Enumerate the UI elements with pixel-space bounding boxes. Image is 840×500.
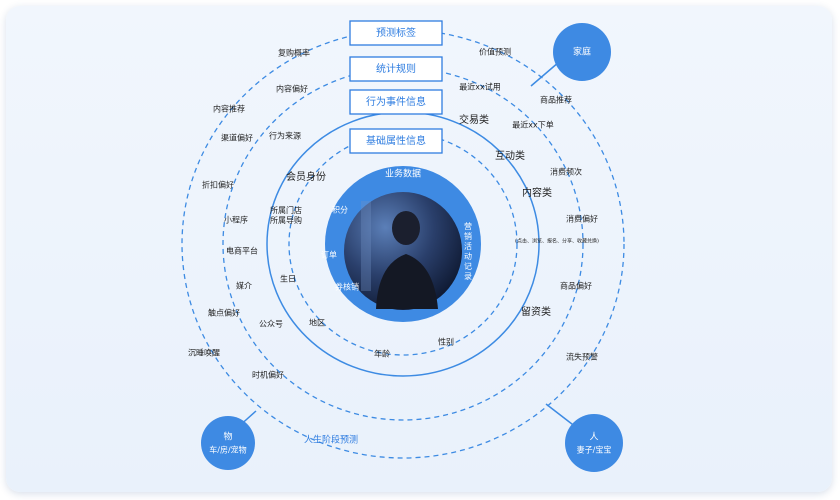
label-discount-pref: 折扣偏好 (202, 180, 234, 190)
label-content-pref: 内容偏好 (276, 84, 308, 94)
label-recent-trial: 最近xx试用 (459, 82, 500, 92)
label-ecommerce: 电商平台 (226, 246, 258, 256)
label-product-recommend: 商品推荐 (540, 95, 572, 105)
label-product-pref: 商品偏好 (560, 281, 592, 291)
label-click-browse-note: (点击、浏览、报名、分享、收藏兑换) (515, 238, 599, 245)
inner-item-coupon: 券核销 (335, 282, 359, 292)
box-behavior-event[interactable]: 行为事件信息 (349, 89, 443, 115)
ring-1 (288, 132, 518, 356)
label-store-guide: 所属门店所属导购 (270, 205, 302, 225)
label-mini-program: 小程序 (224, 215, 248, 225)
inner-title: 业务数据 (385, 168, 421, 180)
svg-text:预测标签: 预测标签 (376, 26, 416, 39)
label-region: 地区 (309, 318, 325, 328)
inner-item-points: 积分 (332, 205, 348, 215)
svg-text:家庭: 家庭 (573, 46, 591, 58)
svg-text:基础属性信息: 基础属性信息 (366, 134, 426, 147)
label-interaction-type: 互动类 (495, 149, 525, 162)
label-timing-pref: 时机偏好 (252, 370, 284, 380)
inner-marketing-text: 营销活动记录 (464, 221, 472, 281)
label-transaction-type: 交易类 (459, 113, 489, 126)
label-official-account: 公众号 (259, 320, 283, 329)
node-family[interactable]: 家庭 (553, 23, 611, 81)
label-system-diagram: 业务数据 积分 订单 券核销 营销活动记录 预测标签 统计规则 行为事件信息 基… (181, 20, 625, 472)
ring-outer-4 (181, 29, 625, 459)
label-life-stage: 人生阶段预测 (304, 434, 358, 446)
label-age: 年龄 (374, 349, 390, 359)
label-lead-type: 留资类 (521, 305, 551, 318)
label-consumption-freq: 消费频次 (550, 167, 582, 177)
label-content-recommend: 内容推荐 (213, 104, 245, 114)
label-recent-order: 最近xx下单 (512, 120, 553, 130)
diagram-card: 业务数据 积分 订单 券核销 营销活动记录 预测标签 统计规则 行为事件信息 基… (6, 6, 832, 492)
svg-text:物: 物 (223, 431, 232, 443)
svg-text:行为事件信息: 行为事件信息 (366, 95, 426, 108)
label-churn-alert: 流失预警 (566, 352, 598, 362)
label-value-prediction: 价值预测 (479, 47, 511, 57)
label-media: 媒介 (236, 282, 252, 291)
node-person[interactable]: 人 妻子/宝宝 (565, 414, 623, 472)
inner-item-order: 订单 (321, 250, 337, 260)
box-statistics-rule[interactable]: 统计规则 (349, 56, 443, 82)
svg-text:妻子/宝宝: 妻子/宝宝 (577, 445, 612, 455)
inner-marketing-record: 营销活动记录 (464, 221, 472, 281)
box-basic-attributes[interactable]: 基础属性信息 (349, 128, 443, 154)
portrait-photo (344, 192, 462, 310)
svg-text:车/房/宠物: 车/房/宠物 (209, 445, 246, 455)
label-content-type: 内容类 (522, 186, 552, 199)
node-object[interactable]: 物 车/房/宠物 (201, 416, 255, 470)
label-birthday: 生日 (280, 274, 296, 284)
label-member-identity: 会员身份 (286, 170, 326, 183)
person-silhouette (361, 201, 438, 309)
label-touchpoint-pref: 触点偏好 (208, 308, 240, 318)
label-behavior-source: 行为来源 (269, 131, 301, 141)
svg-text:统计规则: 统计规则 (376, 62, 416, 75)
label-dormant-wakeup: 沉睡唤醒 (188, 348, 220, 358)
label-consumption-pref: 消费偏好 (566, 214, 598, 224)
svg-text:人: 人 (589, 432, 598, 443)
label-repurchase-prob: 复购概率 (278, 48, 310, 58)
label-gender: 性别 (438, 337, 454, 347)
label-channel-pref: 渠道偏好 (221, 133, 253, 143)
box-prediction-label[interactable]: 预测标签 (349, 20, 443, 46)
